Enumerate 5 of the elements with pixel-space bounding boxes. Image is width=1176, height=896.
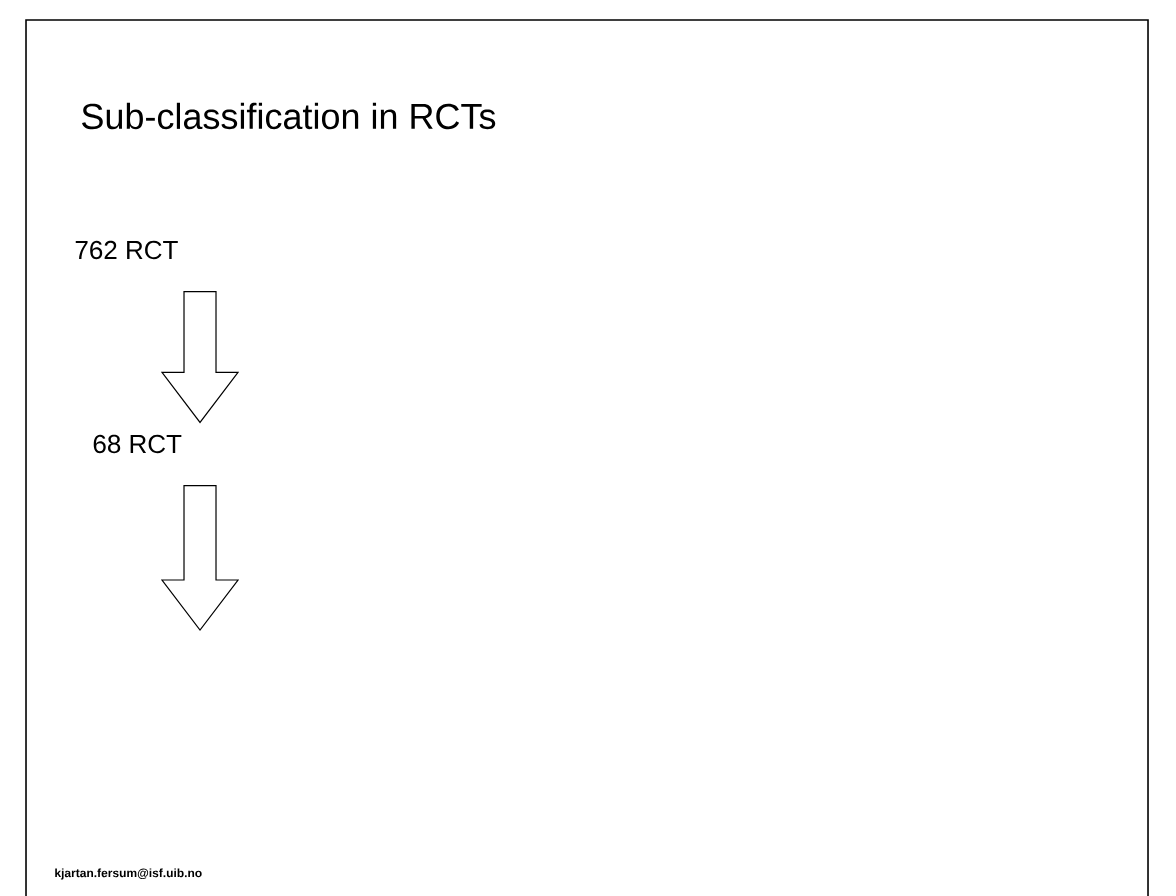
count-text: 762 RCT [75, 240, 178, 260]
block-arrow [160, 291, 240, 424]
count-text: 68 RCT [93, 434, 182, 454]
title: Sub-classification in RCTs [82, 102, 496, 130]
block-arrow [160, 485, 240, 631]
